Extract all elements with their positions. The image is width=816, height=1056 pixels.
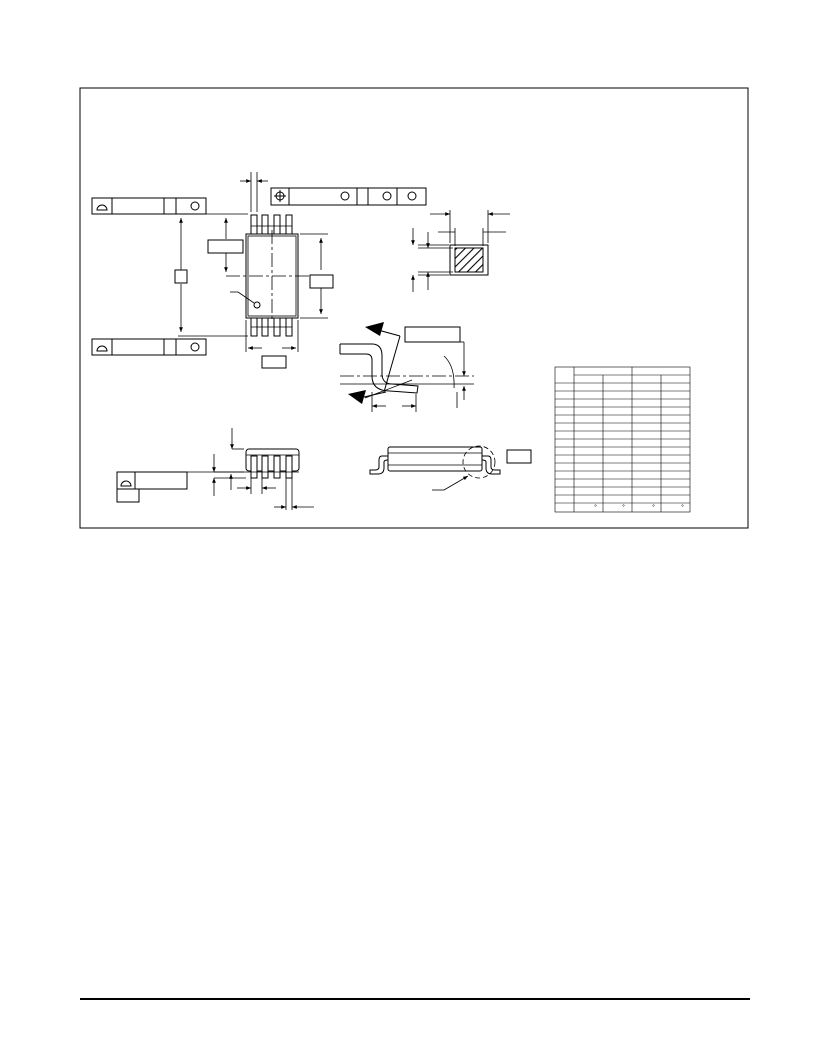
bottom-leads: [250, 317, 293, 337]
lead-detail-view: [339, 322, 474, 412]
drawing-frame: [79, 87, 749, 529]
top-view: [174, 172, 334, 369]
detail-callout-circle: [462, 445, 496, 479]
dim-box-gauge-plane: [404, 326, 461, 343]
pin1-indicator: [253, 301, 261, 309]
side-view-end: [212, 428, 314, 510]
side-view-long: [369, 445, 532, 491]
datum-box-e: [174, 269, 188, 284]
dim-box-body-width: [261, 355, 287, 369]
fcf-position: [270, 187, 427, 206]
fcf-coplanarity: [116, 471, 244, 503]
fcf-profile-top: [91, 197, 207, 215]
dimension-table: ° ° ° °: [554, 366, 691, 513]
detail-label-box: [506, 449, 532, 464]
dim-box-half-length: [207, 239, 244, 254]
degree-mark: °: [594, 504, 597, 511]
degree-mark: °: [652, 504, 655, 511]
dim-box-body-length: [309, 274, 334, 289]
fcf-profile-bottom: [91, 338, 207, 356]
top-leads: [250, 214, 293, 235]
lead-section-view: [411, 210, 510, 292]
degree-mark: °: [622, 504, 625, 511]
degree-mark: °: [681, 504, 684, 511]
